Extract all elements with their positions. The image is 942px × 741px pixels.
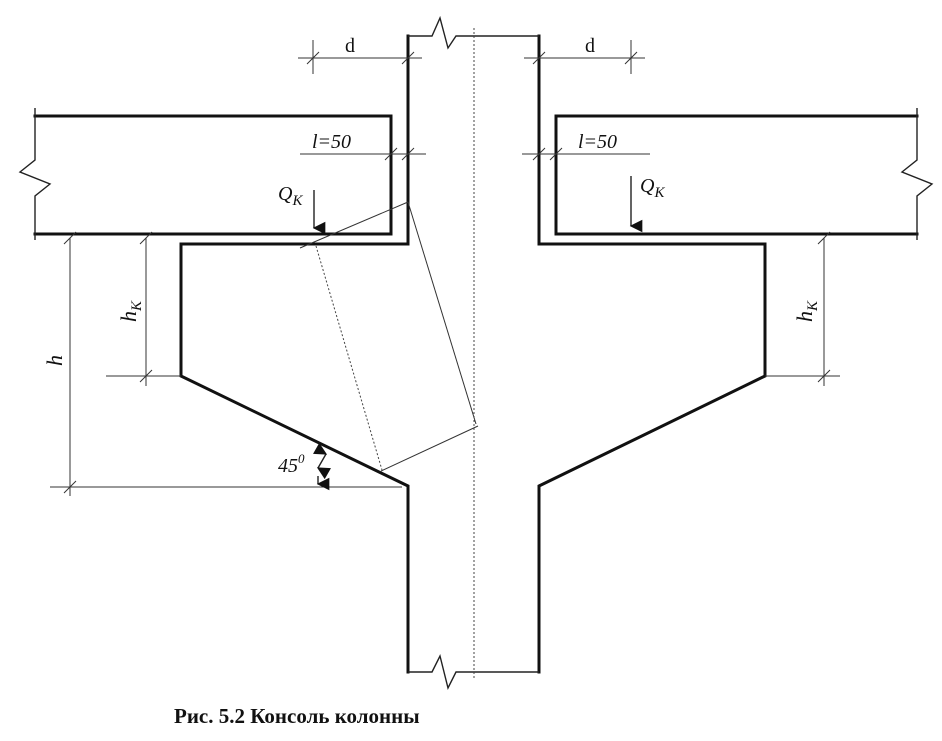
dimension-hk-right-label: hK xyxy=(792,300,821,322)
dimension-h-label: h xyxy=(42,355,67,366)
dimension-hk-left-label: hK xyxy=(116,300,145,322)
angle-arrow xyxy=(313,442,331,480)
right-beam-outline xyxy=(554,114,919,236)
dimension-d-left-label: d xyxy=(345,35,355,57)
strut-line-bottom xyxy=(380,425,479,472)
dimension-d-left xyxy=(298,40,422,74)
strut-line-top xyxy=(299,201,409,249)
dimension-d-right-label: d xyxy=(585,35,595,57)
column-bottom-break xyxy=(408,653,539,691)
column-left-edge xyxy=(179,34,410,674)
dimension-l-right-label: l=50 xyxy=(578,131,617,153)
dimension-hk-left xyxy=(106,231,181,386)
dimension-l-left-label: l=50 xyxy=(312,131,351,153)
dimension-l-left xyxy=(300,147,426,161)
right-beam-break xyxy=(900,108,934,240)
figure-caption: Рис. 5.2 Консоль колонны xyxy=(174,704,420,728)
column-top-break xyxy=(408,15,539,50)
dimension-l-right xyxy=(522,147,650,161)
load-label-left: QK xyxy=(278,183,303,209)
load-label-right: QK xyxy=(640,175,665,201)
left-beam-break xyxy=(18,108,52,240)
strut-line-dotted xyxy=(315,245,383,471)
dimension-d-right xyxy=(524,40,645,74)
column-right-edge xyxy=(537,34,767,674)
dimension-h xyxy=(50,231,402,496)
strut-line-axis xyxy=(407,201,477,425)
dimension-hk-right xyxy=(765,231,840,386)
angle-label: 450 xyxy=(278,451,305,477)
